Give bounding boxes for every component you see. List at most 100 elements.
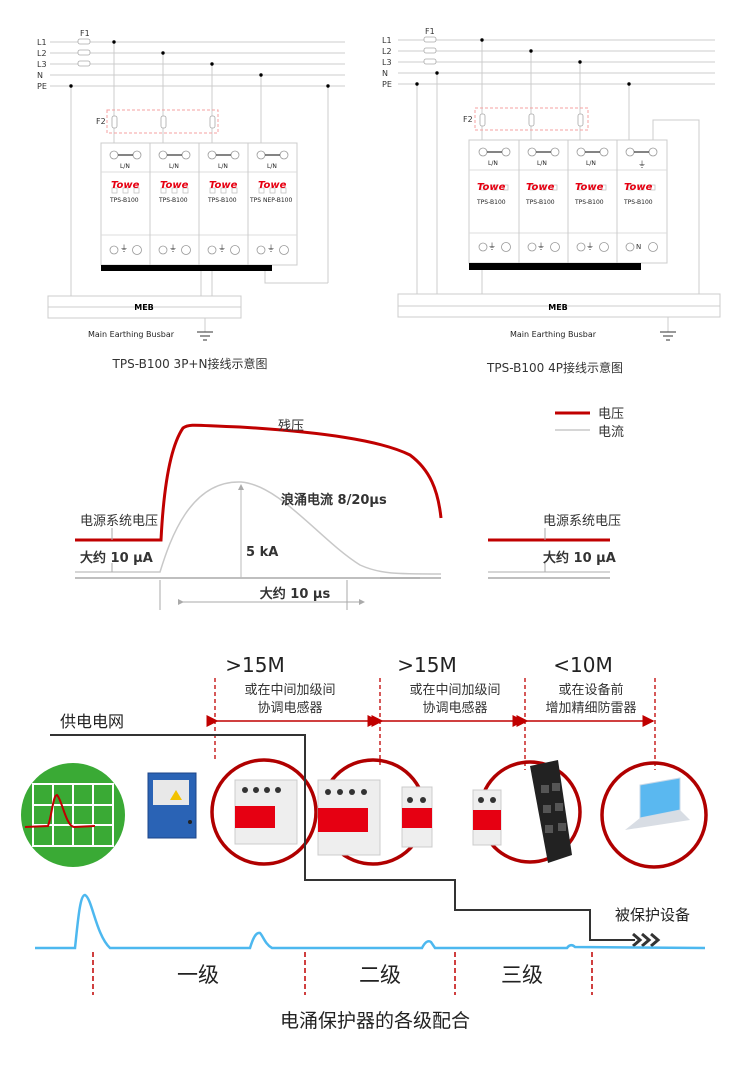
wiring-diagram-4p: L1 L2 L3 N PE F1 F2 L/N L/N L/N ⏚ Towe T… (382, 27, 721, 375)
distance-value: >15M (225, 653, 284, 677)
brand-logo: Towe (575, 182, 604, 193)
brand-logo: Towe (111, 180, 140, 191)
terminal-label: L/N (586, 160, 596, 167)
svg-text:⏚: ⏚ (218, 244, 226, 253)
svg-text:⏚: ⏚ (169, 244, 177, 253)
chevron-right-icon (632, 932, 661, 948)
section-title: 电涌保护器的各级配合 (280, 1010, 470, 1032)
f2-fuse-group (106, 109, 219, 134)
model-label: TPS-B100 (525, 199, 555, 206)
voltage-curve (75, 423, 443, 542)
model-label: TPS-B100 (109, 197, 139, 204)
distribution-box-image (147, 772, 197, 839)
meb-label: MEB (548, 303, 568, 312)
laptop-icon (625, 777, 690, 830)
spd-4p-image (234, 779, 298, 845)
model-label: TPS-B100 (476, 199, 506, 206)
model-label: TPS-B100 (207, 197, 237, 204)
fuse-label: F2 (463, 115, 473, 124)
spd-2p-image (401, 786, 433, 848)
line-label: N (37, 71, 43, 80)
meb-label: MEB (134, 303, 154, 312)
peak-current-label: 5 kA (246, 545, 278, 560)
terminal-label: L/N (488, 160, 498, 167)
system-voltage-label: 电源系统电压 (80, 514, 158, 529)
surge-attenuation-wave (35, 893, 706, 950)
system-voltage-label-right: 电源系统电压 (543, 514, 621, 529)
residual-voltage-label: 残压 (278, 419, 304, 434)
diagram-caption: TPS-B100 3P+N接线示意图 (112, 356, 268, 371)
ground-icon (660, 331, 676, 341)
line-label: L3 (37, 60, 47, 69)
terminal-label: L/N (169, 163, 179, 170)
duration-label: 大约 10 μs (260, 586, 331, 602)
model-label: TPS-B100 (158, 197, 188, 204)
line-label: PE (37, 82, 47, 91)
fuse-label: F2 (96, 117, 106, 126)
level-circle (600, 761, 708, 869)
level-label: 一级 (177, 963, 219, 987)
power-strip-image (530, 760, 572, 863)
diagram-caption: TPS-B100 4P接线示意图 (486, 360, 623, 375)
surge-waveform: 电压 电流 残压 浪涌电流 8/20μs 电源系统电压 大约 10 μA 5 k… (75, 407, 624, 610)
protected-equipment-label: 被保护设备 (615, 906, 690, 924)
distance-note: 协调电感器 (257, 700, 322, 716)
svg-text:⏚: ⏚ (488, 242, 496, 251)
distance-value: <10M (553, 653, 612, 677)
busbar-label: Main Earthing Busbar (88, 330, 175, 339)
f2-fuse-group (474, 107, 589, 131)
line-label: PE (382, 80, 392, 89)
ground-icon (197, 331, 213, 341)
spd-modules: L/N L/N L/N ⏚ Towe Towe Towe Towe TPS-B1… (468, 139, 668, 270)
power-line-path (50, 734, 635, 941)
din-rail (469, 263, 641, 270)
spd-modules: L/N L/N L/N L/N Towe Towe Towe Towe TPS-… (100, 142, 298, 271)
distance-value: >15M (397, 653, 456, 677)
svg-text:⏚: ⏚ (537, 242, 545, 251)
distance-note: 或在中间加级间 (244, 683, 335, 698)
fuse-label: F1 (425, 27, 435, 36)
line-label: L2 (37, 49, 47, 58)
brand-logo: Towe (258, 180, 287, 191)
distance-note: 或在设备前 (558, 682, 623, 698)
brand-logo: Towe (477, 182, 506, 193)
leakage-current-label-right: 大约 10 μA (543, 550, 616, 566)
svg-text:⏚: ⏚ (586, 242, 594, 251)
wiring-diagram-3p-n: L1 L2 L3 N PE F1 F2 L/N L/N L/N L/N Towe… (37, 29, 345, 371)
brand-logo: Towe (209, 180, 238, 191)
leakage-current-label: 大约 10 μA (80, 550, 153, 566)
distance-note: 或在中间加级间 (409, 683, 500, 698)
terminal-label: N (636, 243, 641, 251)
fuse-label: F1 (80, 29, 90, 38)
terminal-label: L/N (218, 163, 228, 170)
level-circle (210, 758, 318, 866)
power-grid-icon (21, 763, 125, 867)
spd-coordination: >15M 或在中间加级间 协调电感器 >15M 或在中间加级间 协调电感器 <1… (21, 653, 708, 1032)
line-label: L1 (382, 36, 392, 45)
svg-text:⏚: ⏚ (267, 244, 275, 253)
svg-text:⏚: ⏚ (638, 160, 646, 169)
model-label: TPS NEP-B100 (249, 197, 292, 204)
spd-2p-image (472, 789, 502, 846)
brand-logo: Towe (160, 180, 189, 191)
distance-note: 协调电感器 (422, 700, 487, 716)
current-curve (75, 481, 442, 575)
level-label: 三级 (501, 963, 543, 987)
model-label: TPS-B100 (574, 199, 604, 206)
terminal-label: L/N (267, 163, 277, 170)
line-label: L3 (382, 58, 392, 67)
din-rail (101, 265, 272, 271)
line-label: L1 (37, 38, 47, 47)
brand-logo: Towe (624, 182, 653, 193)
terminal-label: L/N (120, 163, 130, 170)
line-label: N (382, 69, 388, 78)
line-label: L2 (382, 47, 392, 56)
surge-current-label: 浪涌电流 8/20μs (281, 492, 387, 508)
busbar-label: Main Earthing Busbar (510, 330, 597, 339)
brand-logo: Towe (526, 182, 555, 193)
level-label: 二级 (359, 963, 401, 987)
terminal-label: L/N (537, 160, 547, 167)
legend-voltage: 电压 (598, 407, 624, 422)
spd-4p-image (317, 779, 381, 856)
